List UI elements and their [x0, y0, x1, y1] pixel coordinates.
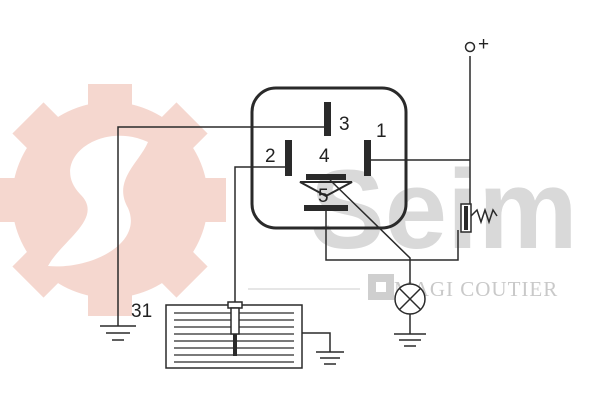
- ground-31-label: 31: [131, 301, 152, 322]
- wire-pin3-ground: [117, 126, 324, 326]
- pin-3-label: 3: [339, 114, 350, 135]
- heater-element: [165, 301, 303, 369]
- pin-2-label: 2: [265, 146, 276, 167]
- wires: [117, 56, 471, 352]
- wire-pin5-switch: [325, 211, 459, 261]
- brand-wordmark: Seim: [310, 147, 578, 272]
- watermark: Seim MAGI COUTIER: [0, 84, 578, 316]
- wire-pin2-heater: [234, 166, 285, 304]
- pin-4-terminal: [306, 174, 346, 180]
- supply-label: +: [478, 34, 489, 55]
- wire-pin4-lamp: [329, 179, 411, 284]
- pin-5-terminal: [304, 205, 348, 211]
- gear-logo-icon: [0, 84, 226, 316]
- pin-5-label: 5: [318, 186, 329, 207]
- pin-1-terminal: [364, 140, 371, 176]
- ground-31-icon: [100, 325, 136, 341]
- heater-ground-icon: [316, 351, 344, 365]
- relay-housing: [250, 86, 408, 230]
- pin-1-label: 1: [376, 121, 387, 142]
- pin-3-terminal: [324, 102, 331, 136]
- lamp-ground-icon: [394, 333, 426, 347]
- pin-4-label: 4: [319, 146, 330, 167]
- supply-terminal-icon: [464, 41, 476, 53]
- pin-2-terminal: [285, 140, 292, 176]
- lamp-icon: [394, 283, 426, 315]
- thermal-switch-icon: [460, 203, 498, 233]
